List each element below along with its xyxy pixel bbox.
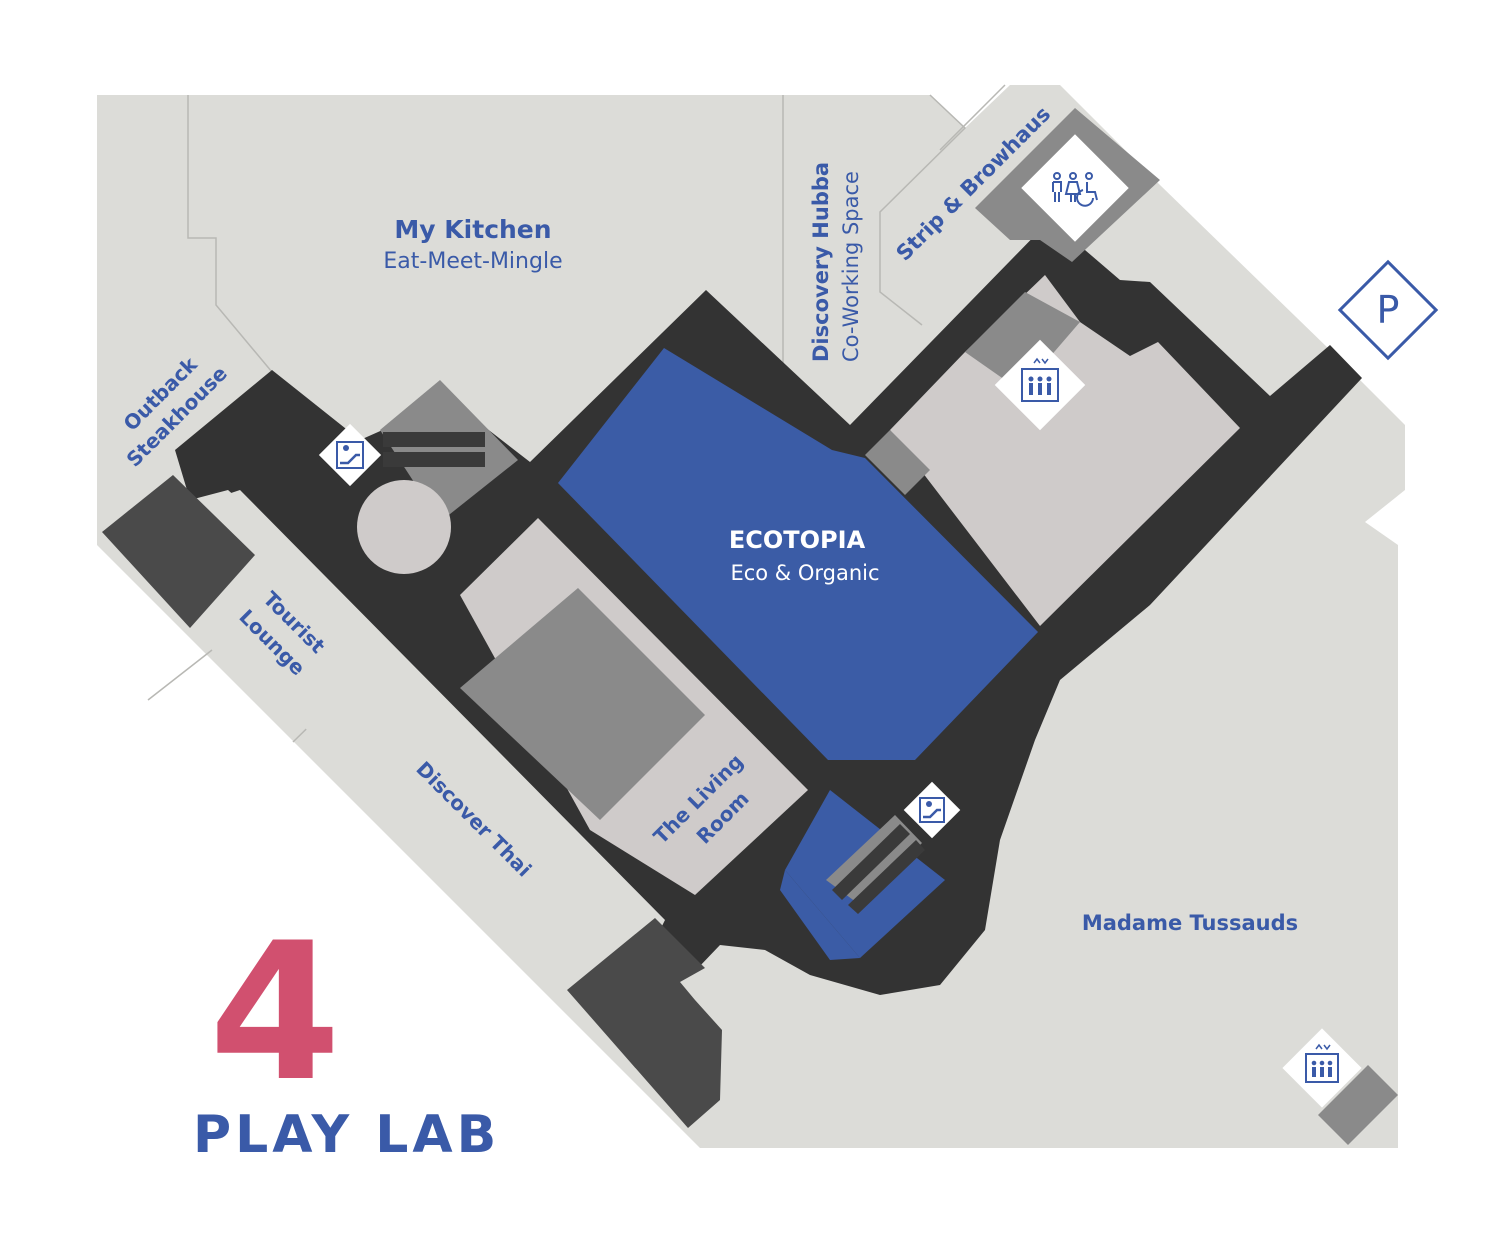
ecotopia-zone — [558, 348, 1038, 760]
west-strip — [188, 490, 665, 990]
living-room-block — [460, 518, 808, 895]
label-my-kitchen-subtitle: Eat-Meet-Mingle — [383, 249, 562, 274]
atrium-block — [865, 275, 1240, 626]
escalator-area-south — [780, 790, 945, 960]
escalator-icon[interactable] — [318, 423, 382, 487]
label-discovery-hubba[interactable]: Discovery Hubba — [809, 162, 833, 362]
lift-bank-se — [1318, 1065, 1398, 1145]
label-discovery-hubba-subtitle: Co-Working Space — [839, 171, 863, 362]
parking-icon[interactable]: P — [1337, 259, 1439, 361]
label-madame-tussauds[interactable]: Madame Tussauds — [1082, 911, 1298, 935]
service-blocks — [102, 475, 722, 1128]
label-ecotopia-subtitle: Eco & Organic — [730, 561, 879, 585]
parking-label: P — [1377, 288, 1400, 332]
floor-name: PLAY LAB — [193, 1105, 500, 1165]
floor-number: 4 — [209, 902, 341, 1123]
escalator-area-nw — [357, 380, 518, 574]
label-my-kitchen[interactable]: My Kitchen — [394, 215, 551, 244]
elevator-icon[interactable] — [1282, 1028, 1362, 1108]
label-ecotopia[interactable]: ECOTOPIA — [729, 526, 866, 554]
